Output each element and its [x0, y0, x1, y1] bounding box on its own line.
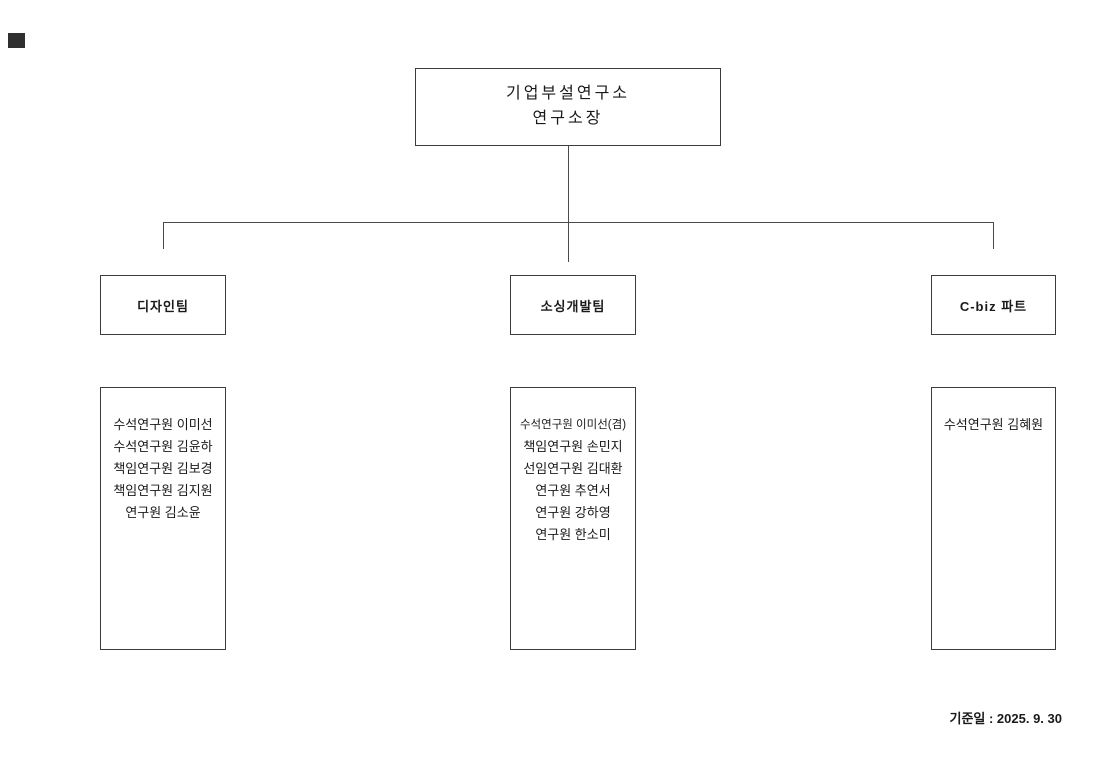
member-entry: 선임연구원 김대환 — [523, 461, 623, 476]
team-node-cbiz: C-biz 파트 — [931, 275, 1056, 335]
member-entry: 책임연구원 김보경 — [113, 461, 213, 476]
corner-mark — [8, 33, 25, 48]
connector-horizontal — [163, 222, 994, 223]
member-entry: 책임연구원 손민지 — [523, 439, 623, 454]
root-title-line2: 연구소장 — [532, 110, 604, 127]
team-node-sourcing: 소싱개발팀 — [510, 275, 636, 335]
team-node-design: 디자인팀 — [100, 275, 226, 335]
team-label: 디자인팀 — [137, 298, 189, 314]
member-entry: 수석연구원 김혜원 — [943, 417, 1044, 432]
team-label: C-biz 파트 — [959, 298, 1028, 314]
member-entry: 수석연구원 이미선 — [113, 417, 213, 432]
connector-left-vertical — [163, 222, 164, 249]
root-title-line1: 기업부설연구소 — [505, 85, 631, 103]
member-entry: 연구원 김소윤 — [125, 505, 201, 520]
root-node: 기업부설연구소 연구소장 — [415, 68, 721, 146]
connector-right-vertical — [993, 222, 994, 249]
member-list-cbiz: 수석연구원 김혜원 — [931, 387, 1056, 650]
team-label: 소싱개발팀 — [540, 298, 606, 314]
member-entry: 연구원 추연서 — [535, 483, 611, 498]
member-entry: 연구원 한소미 — [535, 527, 611, 542]
reference-date: 기준일 : 2025. 9. 30 — [949, 711, 1063, 726]
member-list-sourcing: 수석연구원 이미선(겸) 책임연구원 손민지 선임연구원 김대환 연구원 추연서… — [510, 387, 636, 650]
member-list-design: 수석연구원 이미선 수석연구원 김윤하 책임연구원 김보경 책임연구원 김지원 … — [100, 387, 226, 650]
member-entry: 수석연구원 이미선(겸) — [519, 419, 627, 431]
member-entry: 연구원 강하영 — [535, 505, 611, 520]
member-entry: 수석연구원 김윤하 — [113, 439, 213, 454]
connector-root-vertical — [568, 146, 569, 262]
member-entry: 책임연구원 김지원 — [113, 483, 213, 498]
